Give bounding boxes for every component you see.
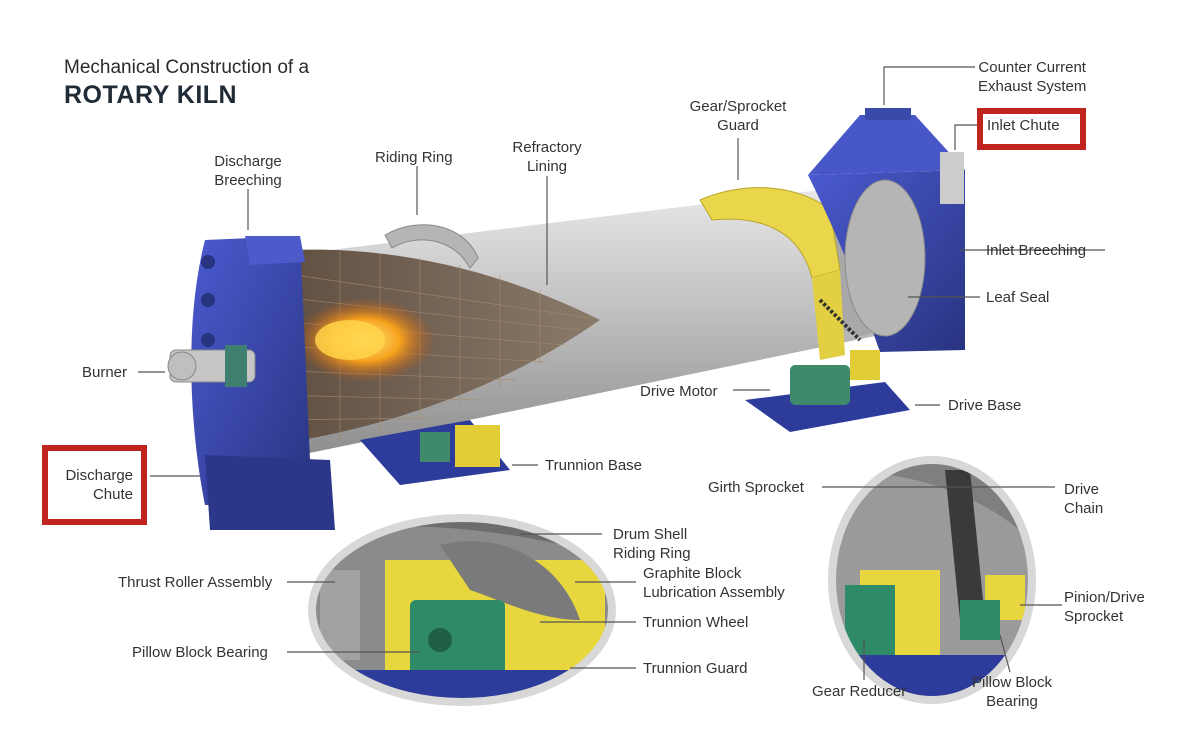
label-burner: Burner	[82, 364, 128, 381]
label-discharge-chute: Discharge Chute	[65, 467, 133, 503]
label-leaf-seal: Leaf Seal	[986, 289, 1050, 306]
label-pinion-sprocket: Pinion/Drive Sprocket	[1064, 589, 1145, 625]
label-gear-guard: Gear/Sprocket Guard	[689, 98, 787, 134]
label-girth-sprocket: Girth Sprocket	[708, 479, 804, 496]
cutaway-interior	[240, 249, 600, 445]
title-line2: ROTARY KILN	[64, 81, 238, 109]
riding-ring-left	[384, 224, 479, 269]
title-line1: Mechanical Construction of a	[64, 57, 310, 78]
highlight-inlet-chute	[977, 108, 1086, 150]
label-drive-motor: Drive Motor	[640, 383, 718, 400]
label-riding-ring: Riding Ring	[375, 149, 453, 166]
label-drive-chain: Drive Chain	[1064, 481, 1104, 517]
trunnion-base	[360, 420, 510, 485]
label-trunnion-guard: Trunnion Guard	[643, 660, 748, 677]
leader-lines	[138, 66, 1105, 680]
gear-guard-side	[812, 270, 845, 360]
label-gear-reducer: Gear Reducer	[812, 683, 907, 700]
label-inlet-breeching: Inlet Breeching	[986, 242, 1087, 259]
label-refractory-lining: Refractory Lining	[512, 139, 582, 175]
label-drive-base: Drive Base	[948, 397, 1022, 414]
inlet-breeching	[808, 108, 965, 352]
label-drum-shell: Drum Shell Riding Ring	[613, 526, 691, 562]
drive-detail	[828, 456, 1036, 704]
burner	[167, 345, 256, 387]
label-trunnion-base: Trunnion Base	[545, 457, 643, 474]
label-counter-current: Counter Current Exhaust System	[978, 59, 1087, 95]
highlight-discharge-chute	[42, 445, 147, 525]
label-graphite-block: Graphite Block Lubrication Assembly	[643, 565, 785, 601]
label-discharge-breeching: Discharge Breeching	[214, 153, 282, 189]
label-pillow-block-2: Pillow Block Bearing	[971, 674, 1053, 710]
label-pillow-block-bearing: Pillow Block Bearing	[132, 644, 268, 661]
drive-assembly	[745, 298, 910, 432]
label-trunnion-wheel: Trunnion Wheel	[643, 614, 749, 631]
label-inlet-chute: Inlet Chute	[987, 117, 1060, 134]
trunnion-detail	[308, 514, 616, 706]
label-thrust-roller: Thrust Roller Assembly	[118, 574, 273, 591]
